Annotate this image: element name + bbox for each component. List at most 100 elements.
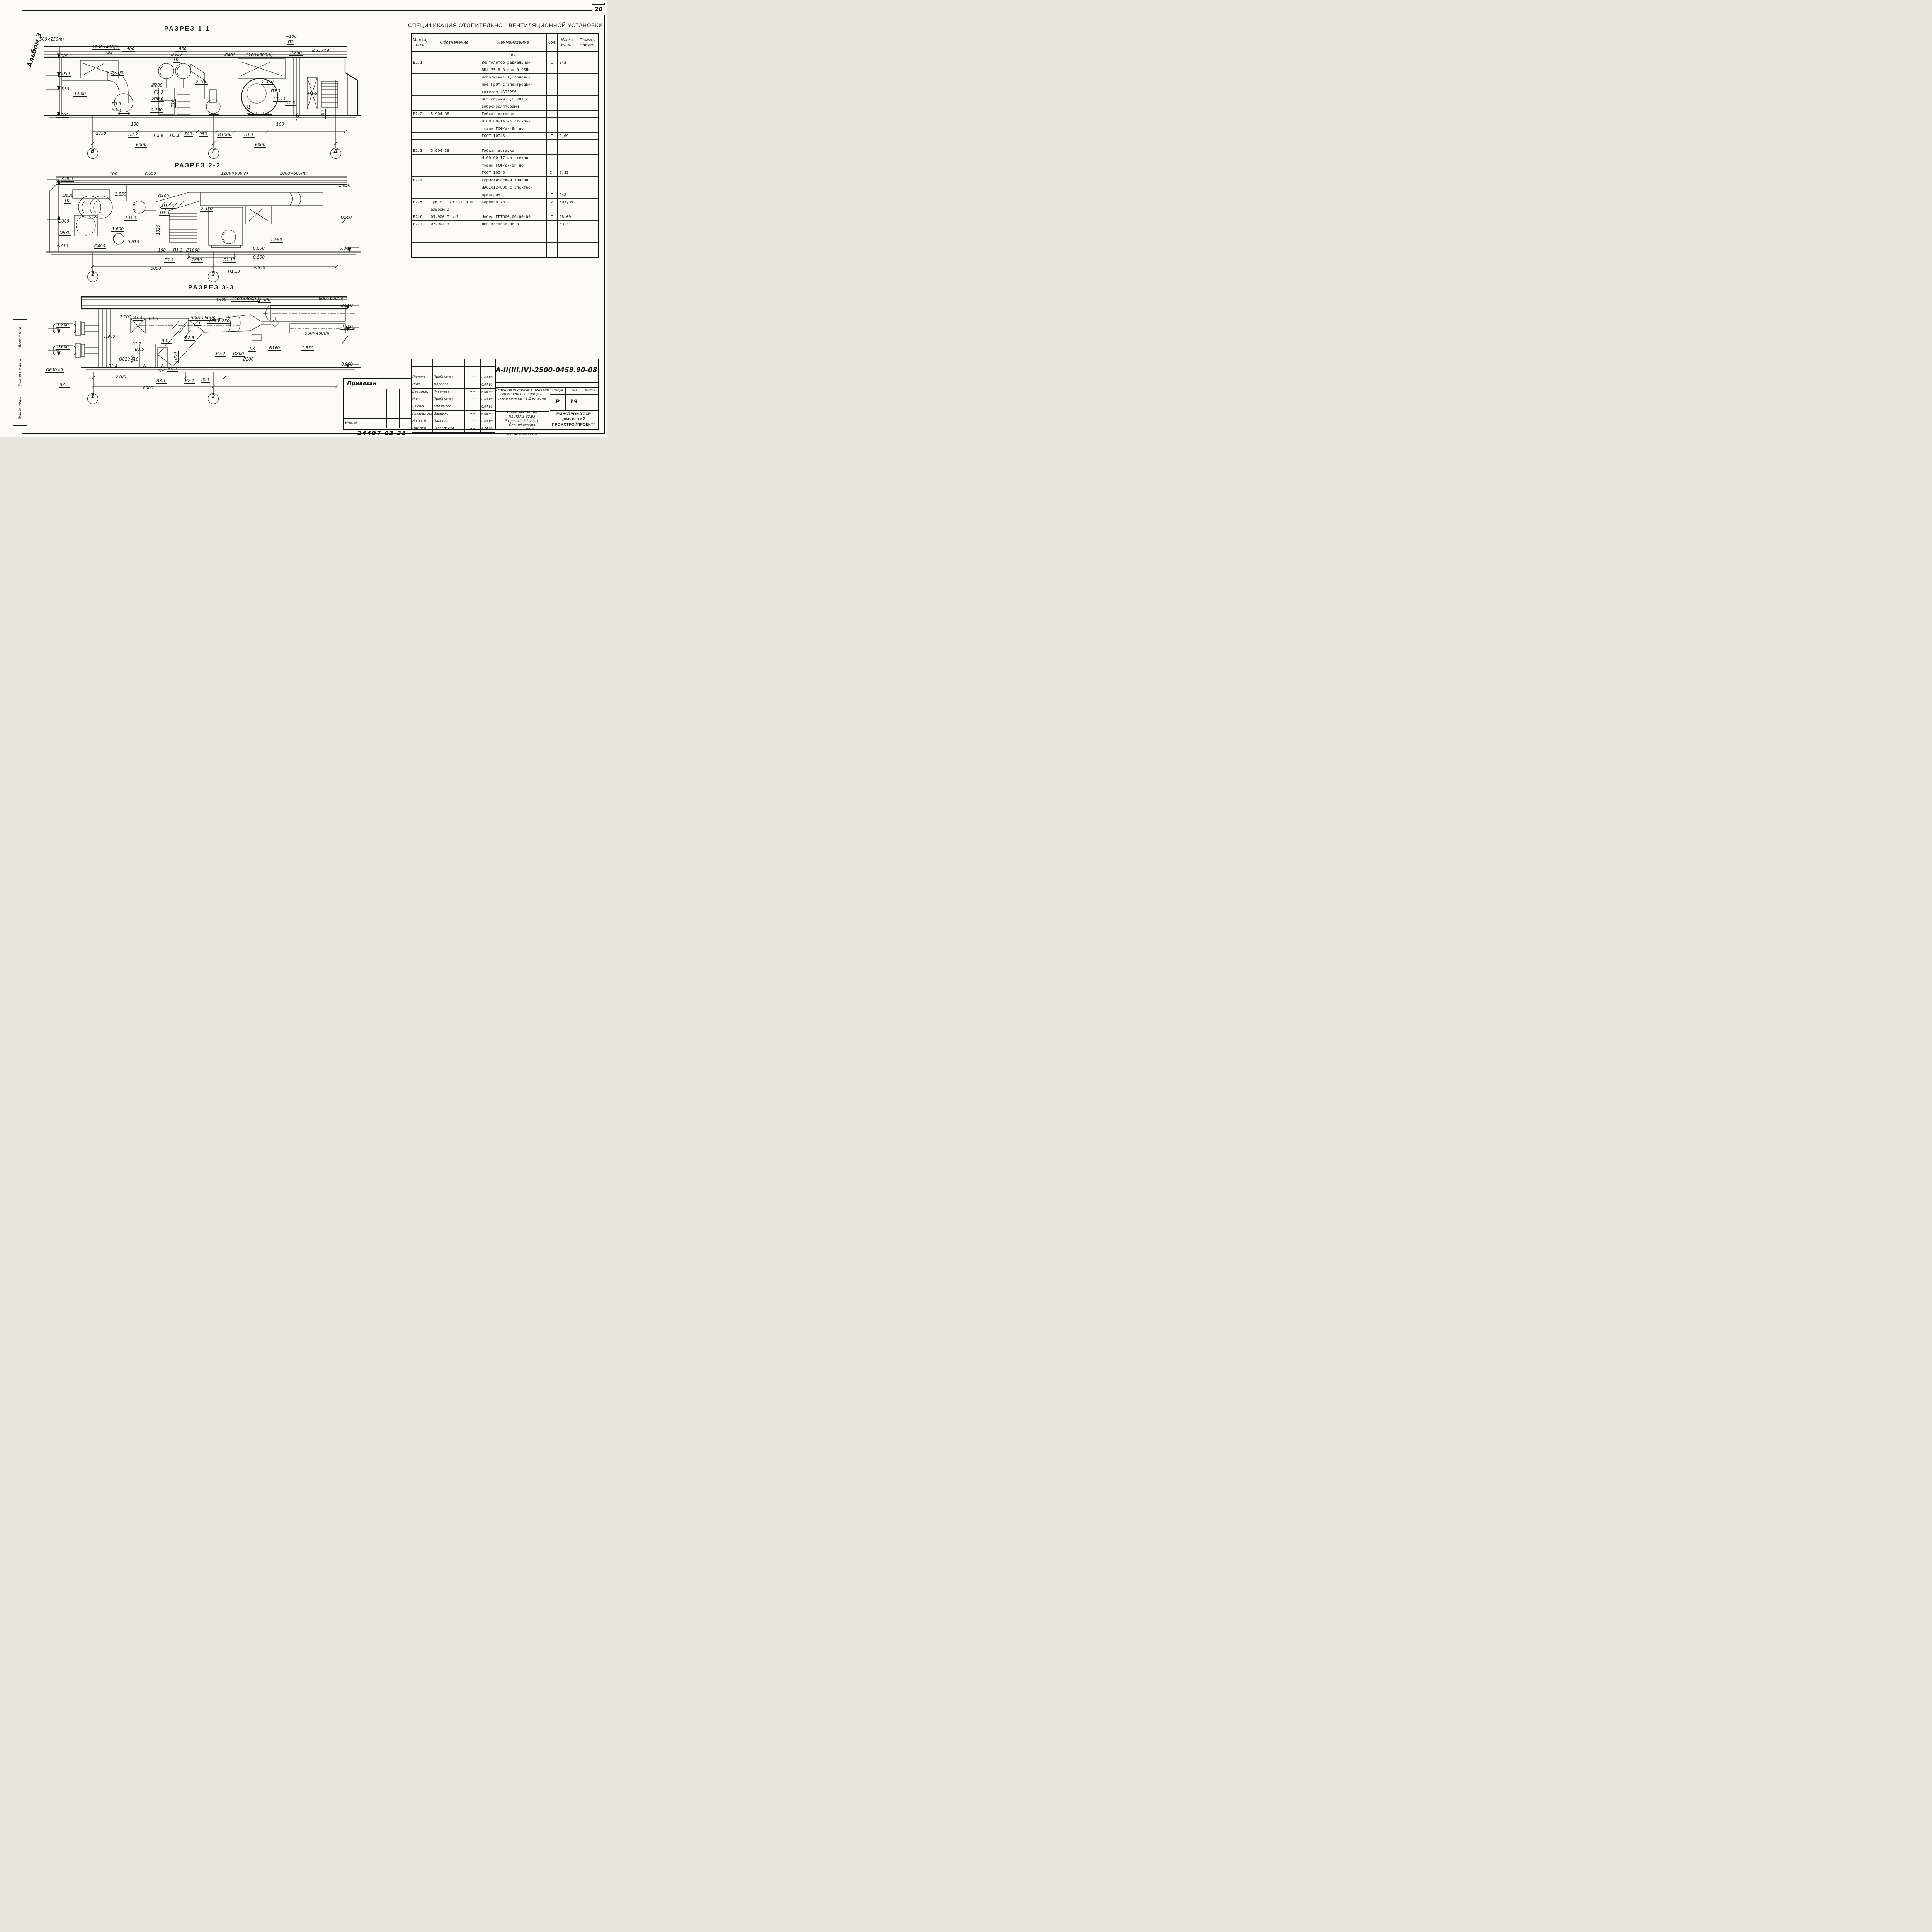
dimension-label: +400 [122, 47, 135, 52]
spec-cell: 2 [546, 198, 558, 206]
spec-cell [576, 73, 599, 81]
spec-cell [480, 242, 547, 250]
spec-row [411, 250, 599, 257]
spec-cell [576, 66, 599, 74]
spec-row: виброизоляторами [411, 103, 599, 111]
dimension-label: П3.1 [169, 133, 180, 139]
margin-cell: Взам.инв.№ [13, 320, 27, 355]
spec-cell [546, 250, 558, 257]
signature-row: Провер.Прибылева∼∼6.04.90 [412, 374, 495, 381]
dimension-label: 2.100 [195, 80, 209, 85]
dimension-label: 100 [130, 122, 140, 128]
dimension-label: В2.7 [131, 342, 142, 347]
spec-cell [411, 242, 429, 250]
org-line: ПРОМСТРОЙПРОЕКТ“ [552, 422, 596, 427]
dimension-label: 1.600 [111, 227, 125, 232]
spec-cell [576, 154, 599, 162]
dimension-label: 1650 [191, 258, 203, 263]
sheet-content-description: Установка систем П1,П2,П3,В2,В3 Разрезы … [495, 410, 549, 436]
margin-stamp-column: Взам.инв.№ Подпись и дата Инв. № подл. [13, 319, 27, 426]
content-line: Разрезы 1-1,2-2,3-3. Спецификация [505, 419, 539, 428]
spec-row: Н.00.00-I7 из стекло- [411, 154, 599, 162]
dimension-label: 6000 [142, 386, 154, 391]
project-line: сухие грунты - 1,2 кл.зоны [497, 396, 547, 401]
dimension-label: 100 [157, 369, 167, 374]
spec-row: ние Пр0° с электродви- [411, 81, 599, 88]
dimension-label: В3.5 [111, 107, 122, 113]
dimension-label: В3.3 [111, 102, 122, 107]
axis-marker: 2 [208, 393, 219, 404]
dimension-label: ДК [248, 347, 256, 352]
dimension-label: 0.600 [56, 345, 70, 350]
spec-cell [576, 169, 599, 177]
dimension-label: Ø630 [59, 231, 71, 236]
dimension-label: 1200×600(h) [220, 171, 249, 177]
spec-cell [411, 169, 429, 177]
dimension-label: 6000 [150, 266, 162, 272]
axis-marker: Д [330, 148, 341, 159]
spec-cell [557, 176, 577, 184]
project-line: Склад материалов в подвале [495, 388, 549, 392]
spec-cell: В2 [480, 51, 547, 59]
axis-marker: 1 [87, 393, 98, 404]
dimension-label: 2.250 [150, 108, 164, 113]
dimension-label: 1325 [156, 224, 161, 236]
section-title: РАЗРЕЗ 3-3 [188, 284, 235, 291]
spec-cell [411, 132, 429, 140]
spec-cell: ние Пр0° с электродви- [480, 81, 547, 88]
dimension-label: Ø560 [340, 215, 353, 221]
dimension-label: П1.1 [243, 133, 255, 138]
dimension-label: 1.350 [57, 87, 70, 92]
dimension-label: 500×250(h) [39, 37, 65, 43]
spec-cell [546, 88, 558, 96]
spec-cell [429, 95, 480, 103]
spec-cell [429, 132, 480, 140]
spec-table-title: СПЕЦИФИКАЦИЯ ОТОПИТЕЛЬНО - ВЕНТИЛЯЦИОННО… [408, 22, 603, 28]
dimension-label: 500 [184, 132, 193, 137]
dimension-label: 710 [170, 98, 176, 108]
dimension-label: 500×250(h) [190, 316, 216, 321]
spec-cell: Коробка УЗ-2 [480, 198, 547, 206]
axis-marker: 1 [87, 271, 98, 282]
spec-table: Марка, поз. Обозначение Наименование Кол… [411, 33, 599, 258]
dimension-label: П1.5 [285, 101, 296, 106]
dimension-label: 0.000 [339, 246, 352, 252]
spec-cell [557, 81, 577, 88]
spec-row [411, 235, 599, 243]
spec-cell: 965 об/мин 5,5 кВт с [480, 95, 547, 103]
spec-cell [576, 206, 599, 213]
spec-cell: Гибкая вставка [480, 110, 547, 118]
spec-cell [429, 235, 480, 243]
spec-row [411, 139, 599, 147]
spec-cell [557, 103, 577, 111]
spec-col-mark: Марка, поз. [411, 33, 429, 52]
spec-cell [557, 51, 577, 59]
dimension-label: П2 [173, 58, 180, 63]
spec-cell [576, 191, 599, 199]
spec-cell: Герметический клапан [480, 176, 547, 184]
spec-cell [546, 206, 558, 213]
spec-cell: ВЦ4-75 № 8 dк= 0,95Дн [480, 66, 547, 74]
dimension-label: В2.3 [184, 336, 195, 341]
org-line: МИНСТРОЙ УССР [556, 412, 591, 416]
spec-cell: Вентилятор радиальный [480, 59, 547, 66]
spec-cell [480, 250, 547, 257]
signature-cell: Нач.гр. [412, 396, 433, 403]
dimension-label: 1.900 [73, 92, 87, 97]
drawing-sheet: 20 Альбом 3 Взам.инв.№ Подпись и дата Ин… [0, 0, 607, 437]
spec-row: ИА0I0I2-800 с электро- [411, 184, 599, 191]
dimension-label: П1.11 [223, 258, 236, 263]
spec-cell: ГОСТ I0I46 [480, 169, 547, 177]
spec-cell [557, 66, 577, 74]
signature-cell: Инж. [412, 381, 433, 388]
spec-cell [411, 117, 429, 125]
signature-mark: ∼∼ [465, 411, 481, 418]
dimension-label: 2.350 [261, 80, 275, 85]
spec-row: гателем 4АI32S6 [411, 88, 599, 96]
spec-cell [480, 206, 547, 213]
spec-cell: гателем 4АI32S6 [480, 88, 547, 96]
spec-cell [557, 235, 577, 243]
